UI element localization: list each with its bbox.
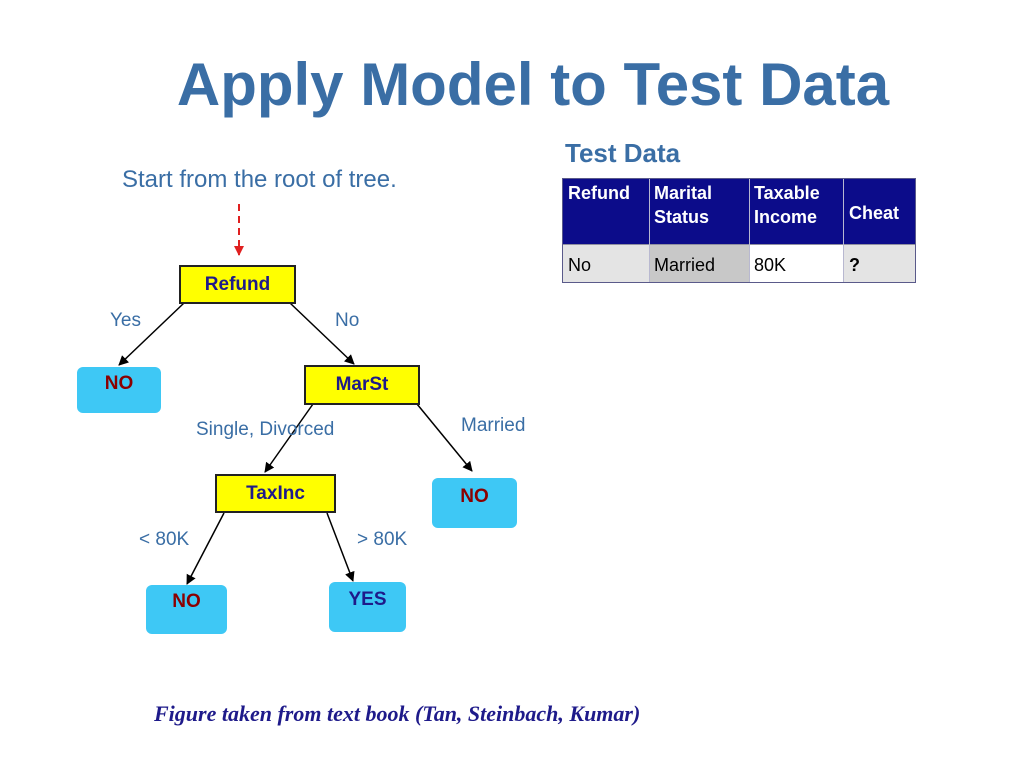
table-header-row xyxy=(563,179,915,244)
edge-label-married: Married xyxy=(461,415,526,436)
header-cheat: Cheat xyxy=(849,201,915,225)
header-marital-status: Marital Status xyxy=(654,181,746,229)
header-separator xyxy=(563,244,915,245)
cell-refund: No xyxy=(563,245,649,282)
column-divider xyxy=(749,179,750,282)
edge-marst-married xyxy=(416,403,473,472)
test-data-heading: Test Data xyxy=(565,138,681,168)
edge-refund-no xyxy=(289,302,355,365)
node-marst: MarSt xyxy=(304,365,420,405)
edge-label-gt-80k: > 80K xyxy=(357,529,408,550)
test-data-table: Refund Marital Status Taxable Income Che… xyxy=(562,178,916,283)
leaf-low-income: NO xyxy=(146,585,227,634)
header-refund-text: Refund xyxy=(568,183,630,203)
column-divider xyxy=(843,179,844,282)
node-refund: Refund xyxy=(179,265,296,304)
header-cheat-text: Cheat xyxy=(849,203,900,223)
node-taxinc: TaxInc xyxy=(215,474,336,513)
cell-cheat: ? xyxy=(843,245,915,282)
leaf-refund-yes: NO xyxy=(77,367,161,413)
header-marital-line1: Marital xyxy=(654,183,713,203)
edge-taxinc-low xyxy=(186,512,225,585)
figure-caption: Figure taken from text book (Tan, Steinb… xyxy=(154,701,641,726)
header-taxable-income: Taxable Income xyxy=(754,181,846,229)
cell-taxable-income: 80K xyxy=(749,245,843,282)
instruction-text: Start from the root of tree. xyxy=(122,166,397,193)
edge-taxinc-high xyxy=(326,512,355,582)
edge-refund-yes xyxy=(118,302,185,366)
leaf-high-income: YES xyxy=(329,582,406,632)
edge-label-no: No xyxy=(335,310,360,331)
edge-marst-single-divorced xyxy=(264,403,314,473)
header-taxable-line2: Income xyxy=(754,207,818,227)
column-divider xyxy=(649,179,650,282)
header-marital-line2: Status xyxy=(654,207,710,227)
slide-title: Apply Model to Test Data xyxy=(176,51,890,118)
leaf-married: NO xyxy=(432,478,517,528)
cell-marital-status: Married xyxy=(649,245,749,282)
header-taxable-line1: Taxable xyxy=(754,183,820,203)
header-refund: Refund xyxy=(568,181,648,205)
edge-label-yes: Yes xyxy=(110,310,141,331)
edge-label-lt-80k: < 80K xyxy=(139,529,190,550)
edge-label-single-divorced: Single, Divorced xyxy=(196,419,335,440)
